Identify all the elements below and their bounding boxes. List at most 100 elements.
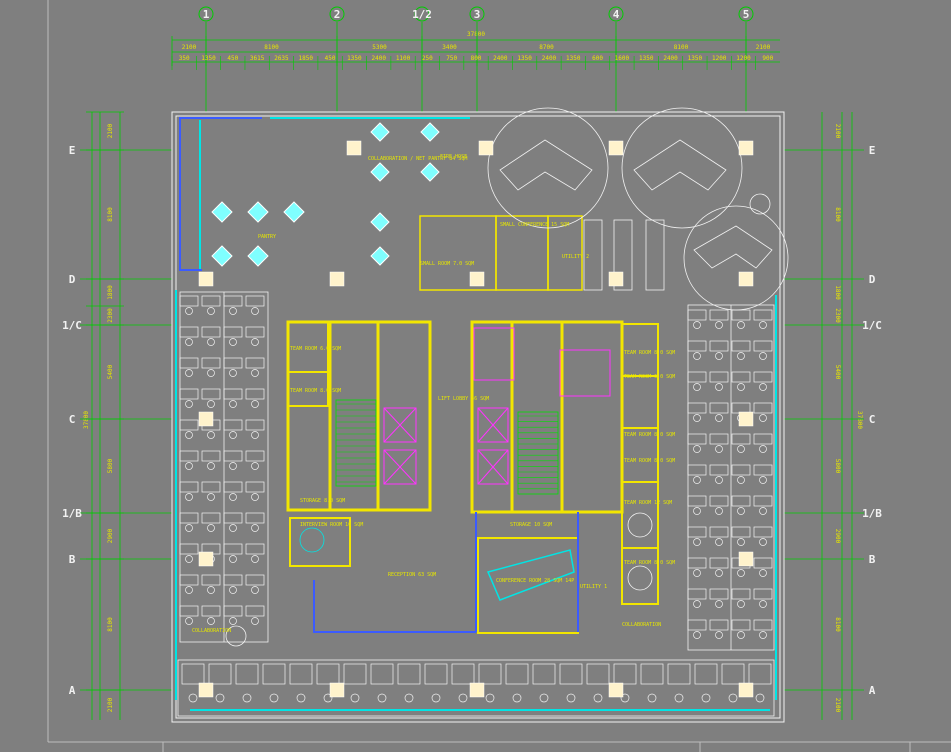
desk bbox=[262, 663, 286, 685]
chair bbox=[728, 693, 738, 703]
desk bbox=[709, 619, 729, 631]
chair bbox=[431, 693, 441, 703]
top-detail-value: 600 bbox=[592, 55, 603, 62]
chair bbox=[715, 631, 723, 639]
chair bbox=[737, 445, 745, 453]
chair bbox=[759, 507, 767, 515]
cafe-table bbox=[370, 246, 390, 266]
column bbox=[346, 140, 362, 156]
desk bbox=[245, 481, 265, 493]
cafe-table bbox=[370, 212, 390, 232]
left-segment-value: 5400 bbox=[107, 364, 114, 379]
top-middle-rooms bbox=[419, 215, 583, 291]
column bbox=[198, 271, 214, 287]
chair bbox=[229, 338, 237, 346]
top-detail-value: 1600 bbox=[615, 55, 630, 62]
chair bbox=[759, 569, 767, 577]
desk bbox=[223, 419, 243, 431]
chair bbox=[737, 538, 745, 546]
top-detail-value: 2400 bbox=[542, 55, 557, 62]
blue-partitions bbox=[179, 117, 579, 633]
desk bbox=[245, 450, 265, 462]
desk bbox=[586, 663, 610, 685]
chair bbox=[185, 524, 193, 532]
top-segment-value: 8100 bbox=[264, 44, 279, 51]
chair bbox=[251, 400, 259, 408]
right-segment-value: 2100 bbox=[834, 124, 841, 139]
desk bbox=[753, 340, 773, 352]
chair bbox=[759, 476, 767, 484]
column-axis-bubble bbox=[608, 6, 624, 22]
pantry-table bbox=[247, 201, 269, 223]
top-detail-value: 250 bbox=[422, 55, 433, 62]
desk bbox=[223, 295, 243, 307]
column bbox=[329, 271, 345, 287]
desk bbox=[397, 663, 421, 685]
label-small-conf: SMALL CONFERENCE 15 SQM bbox=[500, 222, 569, 228]
top-detail-value: 1200 bbox=[736, 55, 751, 62]
top-detail-value: 1350 bbox=[517, 55, 532, 62]
chair bbox=[229, 555, 237, 563]
top-detail-value: 1350 bbox=[347, 55, 362, 62]
label-team-room-f: TEAM ROOM 8.0 SQM bbox=[624, 458, 675, 464]
desk bbox=[687, 464, 707, 476]
desk bbox=[179, 512, 199, 524]
top-detail-value: 2400 bbox=[663, 55, 678, 62]
column bbox=[738, 271, 754, 287]
column bbox=[738, 140, 754, 156]
desk bbox=[316, 663, 340, 685]
desk bbox=[181, 663, 205, 685]
column bbox=[608, 271, 624, 287]
top-segment-value: 2100 bbox=[756, 44, 771, 51]
desk bbox=[753, 464, 773, 476]
desk bbox=[201, 295, 221, 307]
chair bbox=[737, 569, 745, 577]
desk bbox=[245, 295, 265, 307]
row-axis-label-right: D bbox=[869, 273, 876, 286]
desk bbox=[201, 512, 221, 524]
desk bbox=[687, 526, 707, 538]
label-team-room-d: TEAM ROOM 6.0 SQM bbox=[624, 374, 675, 380]
chair bbox=[229, 586, 237, 594]
right-segment-value: 2900 bbox=[834, 529, 841, 544]
left-segment-value: 2100 bbox=[107, 697, 114, 712]
chair bbox=[185, 555, 193, 563]
label-team-room-e: TEAM ROOM 8.0 SQM bbox=[624, 432, 675, 438]
stairs bbox=[335, 399, 559, 495]
chair bbox=[737, 321, 745, 329]
desk bbox=[179, 481, 199, 493]
top-detail-value: 1850 bbox=[299, 55, 314, 62]
column-axis-bubble bbox=[469, 6, 485, 22]
desk bbox=[179, 357, 199, 369]
chair bbox=[185, 586, 193, 594]
top-detail-value: 900 bbox=[762, 55, 773, 62]
chair bbox=[647, 693, 657, 703]
row-axis-label-right: 1/C bbox=[862, 319, 882, 332]
desk bbox=[179, 543, 199, 555]
chair bbox=[251, 586, 259, 594]
chair bbox=[251, 369, 259, 377]
chair bbox=[188, 693, 198, 703]
chair bbox=[269, 693, 279, 703]
column-axis-label: 1/2 bbox=[412, 8, 432, 21]
column-axis-bubble bbox=[329, 6, 345, 22]
desk bbox=[201, 388, 221, 400]
chair bbox=[759, 445, 767, 453]
column bbox=[469, 271, 485, 287]
desk bbox=[753, 526, 773, 538]
column-axis-label: 3 bbox=[474, 8, 481, 21]
chair bbox=[759, 352, 767, 360]
label-storage-right: STORAGE 10 SQM bbox=[510, 522, 552, 528]
label-collab-pantry: COLLABORATION / NET PANTRY 84 SQM bbox=[368, 156, 467, 162]
cafe-table bbox=[420, 162, 440, 182]
left-desk-rows bbox=[179, 295, 265, 625]
chair bbox=[693, 414, 701, 422]
desk bbox=[640, 663, 664, 685]
desk bbox=[179, 295, 199, 307]
column bbox=[738, 682, 754, 698]
label-conference: CONFERENCE ROOM 28 SQM 14P bbox=[496, 578, 574, 584]
